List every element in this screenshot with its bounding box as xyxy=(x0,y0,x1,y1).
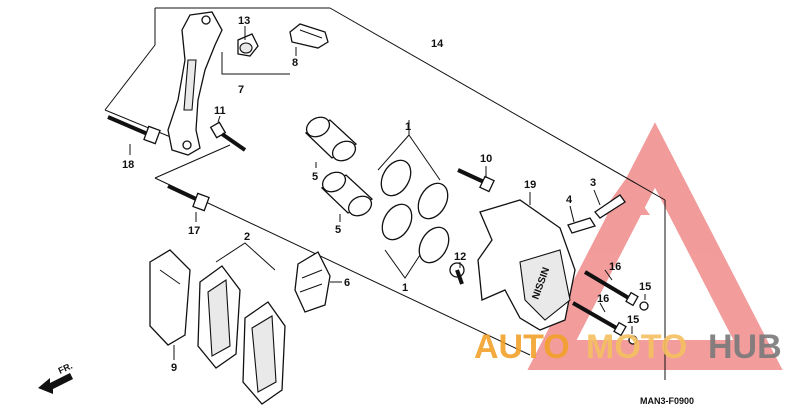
callout-11: 11 xyxy=(214,105,226,117)
pad-pin-4[interactable] xyxy=(567,217,597,234)
brake-pad-2-front[interactable] xyxy=(197,265,241,369)
slide-pin-16-upper[interactable] xyxy=(583,270,639,307)
bolt-17[interactable] xyxy=(167,184,210,212)
diagram-code: MAN3-F0900 xyxy=(640,396,694,406)
callout-3: 3 xyxy=(590,177,596,189)
callout-16-upper: 16 xyxy=(609,261,621,273)
callout-15-upper: 15 xyxy=(639,281,651,293)
callout-13: 13 xyxy=(238,15,250,27)
callout-5-upper: 5 xyxy=(312,171,318,183)
bolt-18[interactable] xyxy=(107,115,161,145)
callout-1-lower: 1 xyxy=(402,282,408,294)
pad-spring-plate-6[interactable] xyxy=(294,251,331,313)
caliper-bracket[interactable] xyxy=(167,11,223,156)
watermark-triangle-logo xyxy=(527,122,783,370)
brake-pad-2-rear[interactable] xyxy=(242,301,286,405)
callout-2: 2 xyxy=(244,231,250,243)
callout-16-lower: 16 xyxy=(597,293,609,305)
callout-19: 19 xyxy=(524,179,536,191)
callout-10: 10 xyxy=(480,153,492,165)
cap-15-lower[interactable] xyxy=(628,335,638,345)
piston-5-upper[interactable] xyxy=(303,113,359,164)
pad-spring-3[interactable] xyxy=(594,194,626,219)
callout-5-lower: 5 xyxy=(335,224,341,236)
bleeder-10[interactable] xyxy=(457,168,495,193)
piston-seals-1[interactable] xyxy=(375,155,455,268)
piston-5-lower[interactable] xyxy=(319,168,375,219)
boundary-lines xyxy=(104,7,666,380)
retainer-clip-8[interactable] xyxy=(289,23,329,49)
watermark-text: AUTO MOTO HUB xyxy=(474,328,782,366)
callout-9: 9 xyxy=(171,362,177,374)
caliper-body-19[interactable]: NISSIN xyxy=(477,199,576,331)
cap-15-upper[interactable] xyxy=(639,301,649,311)
pad-shim-9[interactable] xyxy=(149,249,191,346)
callout-17: 17 xyxy=(188,225,200,237)
callout-4: 4 xyxy=(566,194,573,206)
bolt-12[interactable] xyxy=(449,262,465,285)
callout-18: 18 xyxy=(122,159,134,171)
watermark-text-auto: AUTO xyxy=(474,328,570,366)
pin-bolt-11[interactable] xyxy=(209,121,247,152)
callout-8: 8 xyxy=(292,57,298,69)
callout-15-lower: 15 xyxy=(627,314,639,326)
pin-boot-13[interactable] xyxy=(237,33,259,57)
front-direction-arrow: FR. xyxy=(38,361,74,394)
callout-labels: 13 7 8 14 11 18 1 10 5 5 19 3 4 17 2 12 … xyxy=(122,15,651,374)
leader-lines xyxy=(129,26,646,360)
callout-1-upper: 1 xyxy=(405,121,411,133)
callout-6: 6 xyxy=(344,277,350,289)
callout-14: 14 xyxy=(431,38,444,50)
watermark-text-hub: HUB xyxy=(708,328,782,366)
callout-7: 7 xyxy=(238,84,244,96)
watermark-text-moto: MOTO xyxy=(586,328,687,366)
slide-pin-16-lower[interactable] xyxy=(572,301,627,337)
callout-12: 12 xyxy=(454,251,466,263)
front-label: FR. xyxy=(57,361,74,376)
